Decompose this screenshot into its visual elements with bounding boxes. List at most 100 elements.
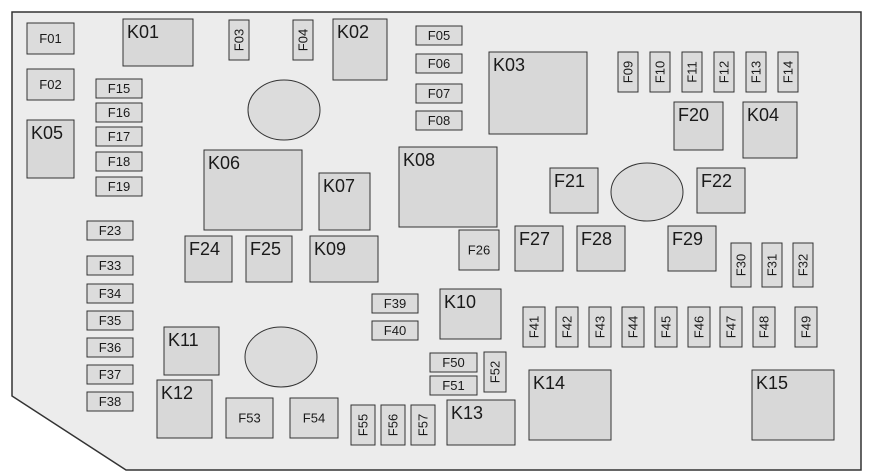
- component-label: F22: [701, 171, 732, 191]
- relay-k11: K11: [163, 326, 220, 376]
- component-box: [95, 176, 143, 197]
- fuse-f10: F10: [649, 51, 671, 93]
- fuse-f14: F14: [777, 51, 799, 93]
- component-box: [95, 151, 143, 172]
- component-box: [792, 242, 814, 288]
- fuse-f20: F20: [673, 101, 724, 151]
- fuse-f53: F53: [225, 397, 274, 439]
- component-box: [86, 364, 134, 385]
- fuse-f56: F56: [380, 404, 406, 446]
- component-label: F45: [659, 316, 674, 338]
- component-label: F36: [99, 340, 121, 355]
- fuse-f16: F16: [95, 102, 143, 123]
- relay-k13: K13: [446, 399, 516, 446]
- relay-k14: K14: [528, 369, 612, 441]
- component-box: [289, 397, 339, 439]
- component-label: F18: [108, 154, 130, 169]
- component-box: [576, 225, 626, 272]
- component-box: [528, 369, 612, 441]
- fuse-f29: F29: [667, 225, 717, 272]
- component-box: [415, 53, 463, 74]
- component-box: [292, 19, 314, 61]
- component-box: [654, 306, 678, 348]
- fuse-f22: F22: [696, 167, 746, 214]
- component-box: [309, 235, 379, 283]
- component-label: F57: [416, 414, 431, 436]
- fuse-f06: F06: [415, 53, 463, 74]
- fuse-f01: F01: [26, 22, 75, 55]
- component-box: [588, 306, 612, 348]
- component-label: K11: [168, 330, 199, 350]
- component-box: [429, 375, 478, 396]
- fuse-f42: F42: [555, 306, 579, 348]
- fuse-f36: F36: [86, 337, 134, 358]
- relay-k12: K12: [156, 379, 213, 439]
- fuse-f12: F12: [713, 51, 735, 93]
- component-label: F56: [386, 414, 401, 436]
- component-label: F08: [428, 113, 450, 128]
- fuse-f51: F51: [429, 375, 478, 396]
- component-label: F50: [442, 355, 464, 370]
- component-box: [751, 369, 835, 441]
- component-box: [415, 110, 463, 131]
- component-label: F14: [781, 61, 796, 83]
- component-box: [649, 51, 671, 93]
- component-box: [488, 51, 588, 135]
- fuse-f11: F11: [681, 51, 703, 93]
- component-box: [371, 293, 419, 314]
- component-label: K08: [403, 150, 435, 170]
- component-label: F40: [384, 323, 406, 338]
- mounting-hole-right: [610, 162, 684, 222]
- fuse-f35: F35: [86, 310, 134, 331]
- component-box: [745, 51, 767, 93]
- component-label: K14: [533, 373, 565, 393]
- component-box: [555, 306, 579, 348]
- component-box: [673, 101, 724, 151]
- component-label: F21: [554, 171, 585, 191]
- component-label: F51: [442, 378, 464, 393]
- component-label: F09: [621, 61, 636, 83]
- component-label: F10: [653, 61, 668, 83]
- component-box: [458, 229, 500, 271]
- component-box: [439, 288, 502, 340]
- component-box: [26, 68, 75, 101]
- component-label: F16: [108, 105, 130, 120]
- component-label: F25: [250, 239, 281, 259]
- fuse-f09: F09: [617, 51, 639, 93]
- component-box: [203, 149, 303, 231]
- component-box: [742, 101, 798, 159]
- fuse-f32: F32: [792, 242, 814, 288]
- fuse-f18: F18: [95, 151, 143, 172]
- component-box: [681, 51, 703, 93]
- fuse-f57: F57: [410, 404, 436, 446]
- component-box: [794, 306, 818, 348]
- component-box: [415, 83, 463, 104]
- fuse-f55: F55: [350, 404, 376, 446]
- relay-k07: K07: [318, 172, 371, 231]
- fuse-f43: F43: [588, 306, 612, 348]
- component-box: [86, 255, 134, 276]
- fuse-f07: F07: [415, 83, 463, 104]
- component-box: [667, 225, 717, 272]
- component-box: [245, 235, 293, 283]
- fuse-f46: F46: [687, 306, 711, 348]
- component-label: F02: [39, 77, 61, 92]
- component-label: F42: [560, 316, 575, 338]
- component-box: [332, 18, 388, 81]
- fuse-f34: F34: [86, 283, 134, 304]
- fuse-f04: F04: [292, 19, 314, 61]
- component-label: F41: [527, 316, 542, 338]
- component-label: F12: [717, 61, 732, 83]
- component-box: [410, 404, 436, 446]
- component-label: F15: [108, 81, 130, 96]
- component-box: [225, 397, 274, 439]
- component-label: K03: [493, 55, 525, 75]
- component-box: [26, 22, 75, 55]
- fuse-box-outline: [11, 11, 862, 471]
- component-label: F32: [796, 254, 811, 276]
- component-box: [752, 306, 776, 348]
- component-label: F13: [749, 61, 764, 83]
- component-label: K05: [31, 123, 63, 143]
